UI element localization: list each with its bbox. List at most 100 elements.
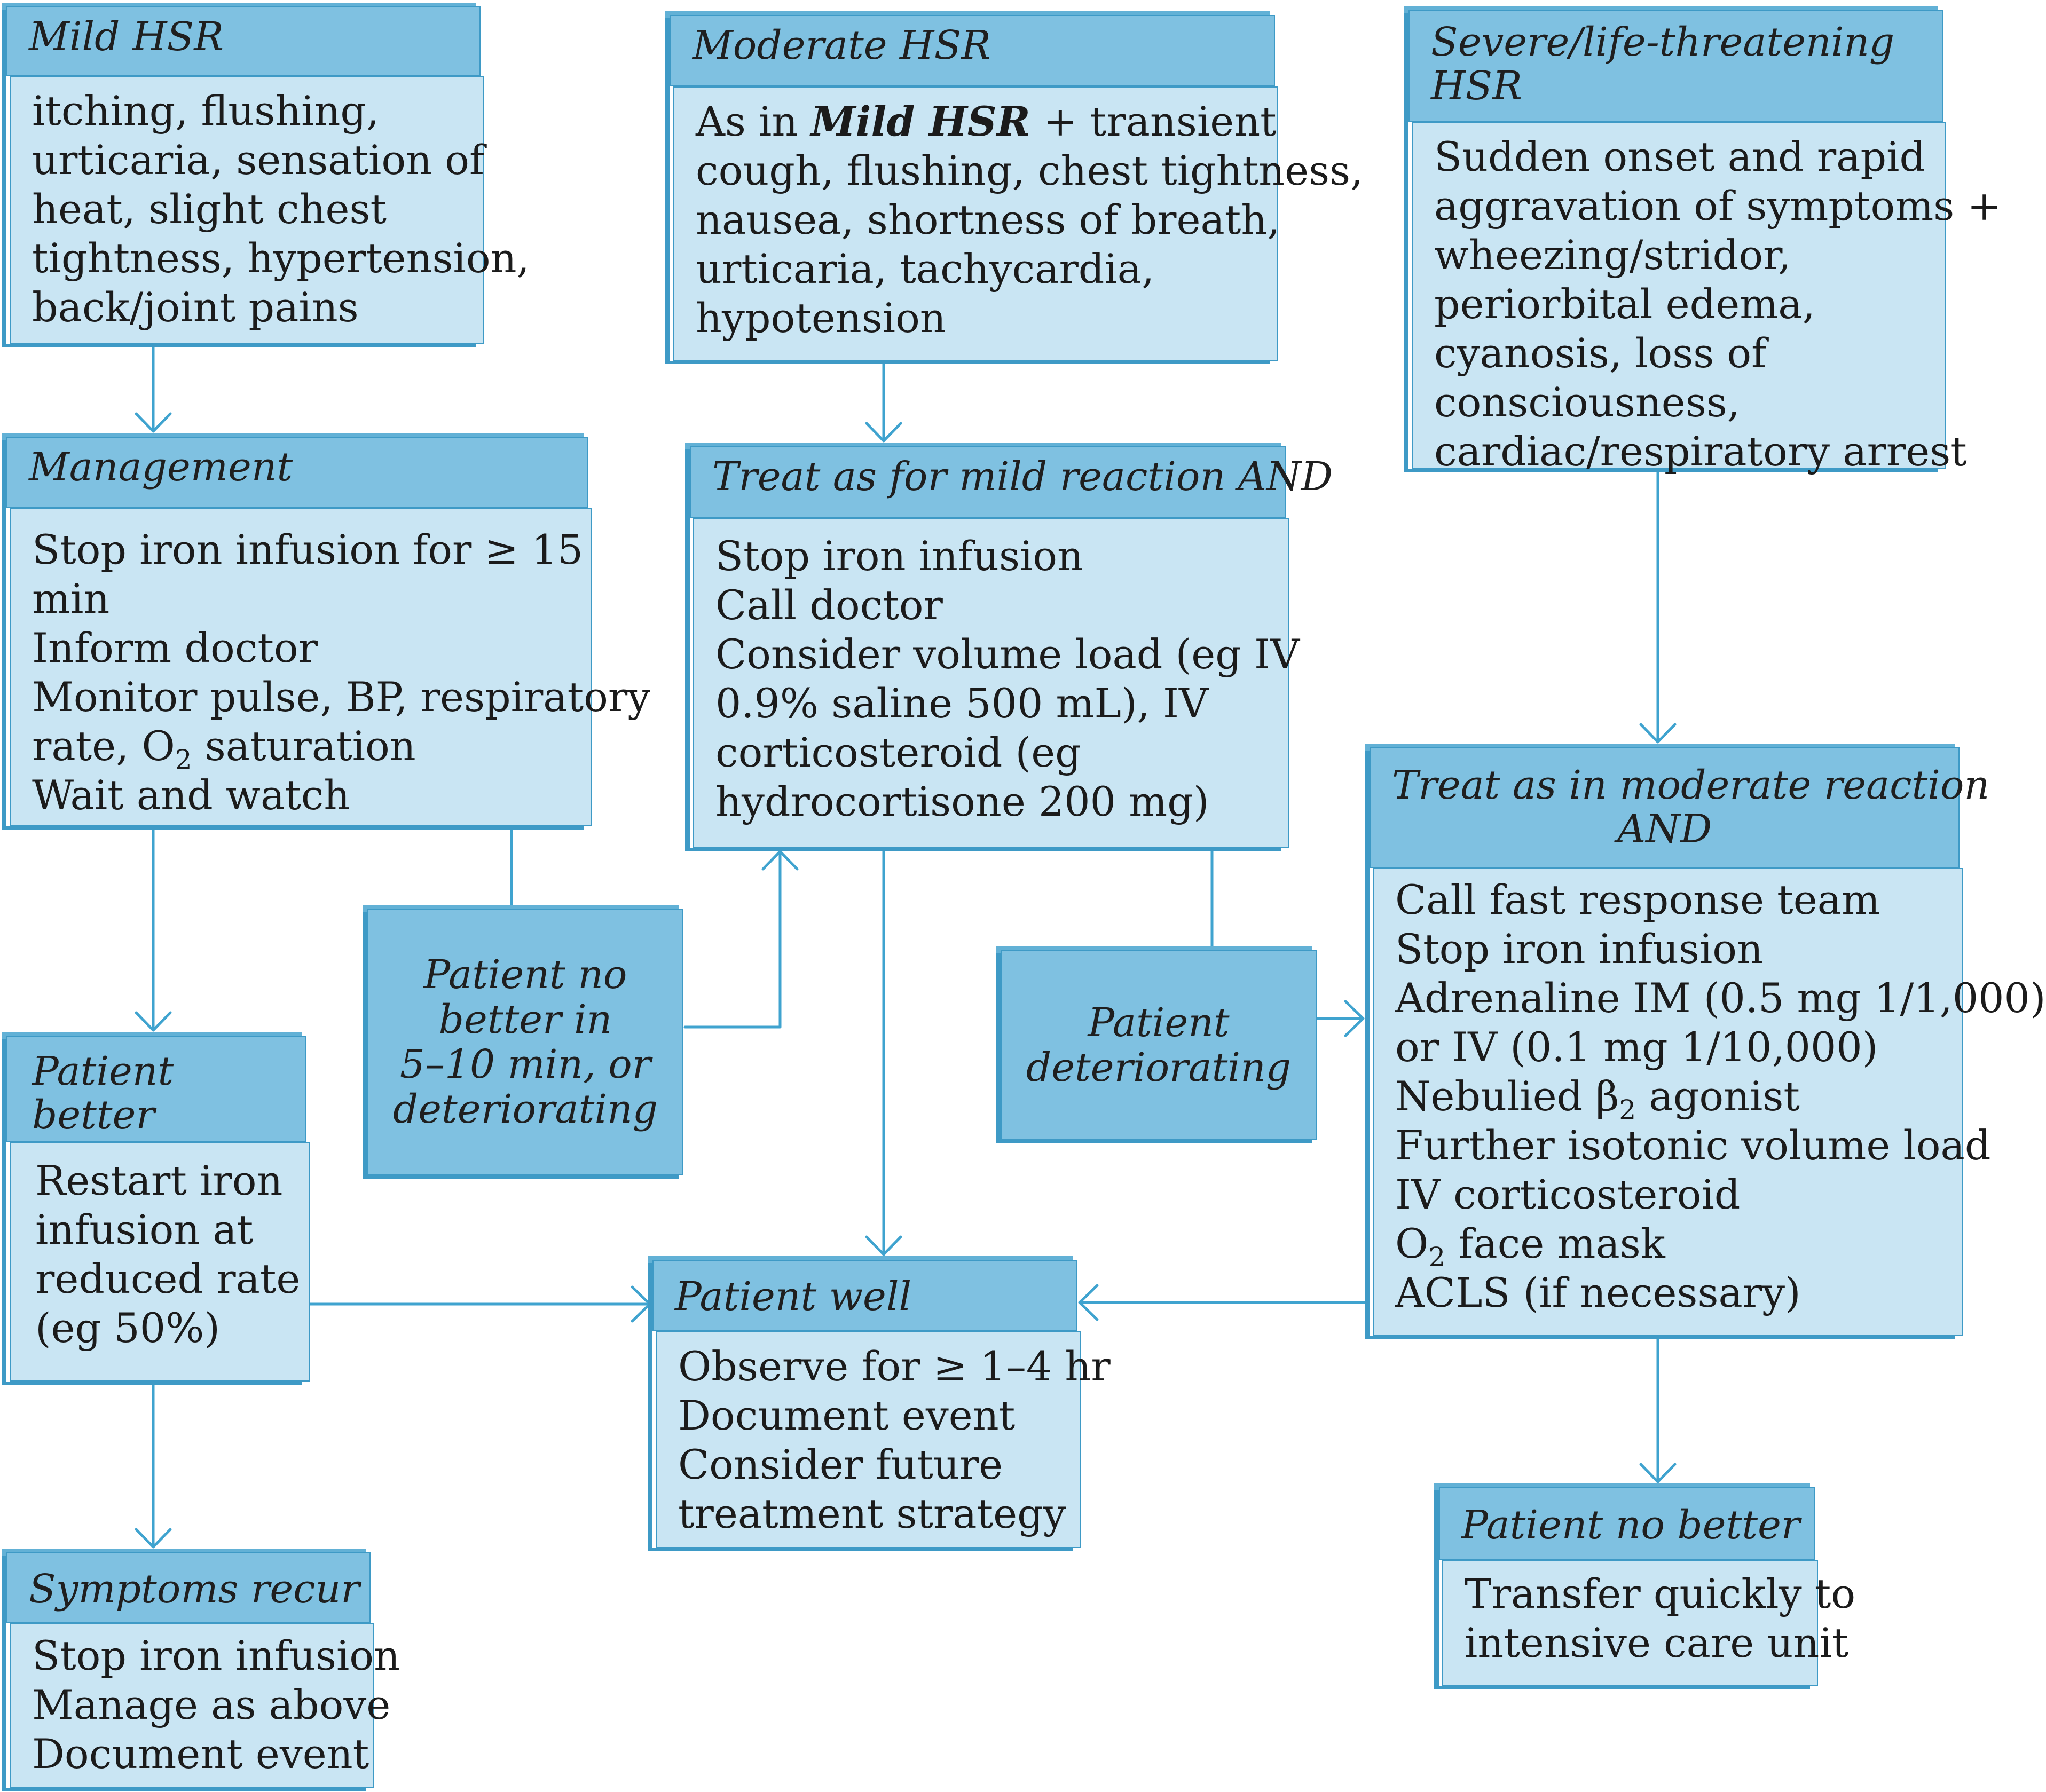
severe-title-line: HSR	[1431, 63, 1522, 109]
symptom-line: cardiac/respiratory arrest	[1434, 428, 1967, 475]
arrowhead-patient-well-left	[631, 1285, 651, 1323]
severe-title-line: Severe/life-threatening	[1431, 19, 1895, 65]
arrowhead-patient-no-better	[1639, 1463, 1677, 1483]
moderate-hsr-symptoms: As in Mild HSR + transient cough, flushi…	[673, 86, 1363, 361]
symptoms-recur-box: Symptoms recur Stop iron infusion Manage…	[6, 1552, 400, 1788]
step-line: Further isotonic volume load	[1395, 1122, 1991, 1169]
severe-hsr-box: Severe/life-threatening HSR Sudden onset…	[1408, 10, 2002, 475]
step-line: Stop iron infusion for ≥ 15	[32, 526, 584, 573]
moderate-hsr-title: Moderate HSR	[670, 15, 1275, 86]
treat-mild-title: Treat as for mild reaction AND	[690, 446, 1333, 518]
patient-better-steps: Restart iron infusion at reduced rate (e…	[10, 1142, 310, 1382]
treat-moderate-title: Treat as in moderate reaction AND	[1370, 747, 1990, 868]
o2-prefix: O	[1395, 1220, 1429, 1267]
decision-line: Patient no	[423, 952, 627, 998]
symptom-line: urticaria, tachycardia,	[696, 245, 1155, 293]
step-line: IV corticosteroid	[1395, 1171, 1741, 1218]
severe-hsr-title: Severe/life-threatening HSR	[1408, 10, 1943, 122]
step-line: Document event	[32, 1730, 369, 1778]
step-line: Monitor pulse, BP, respiratory	[32, 673, 651, 721]
step-line: Inform doctor	[32, 624, 318, 672]
decision-line: better in	[438, 997, 612, 1043]
o2-suffix: saturation	[192, 722, 416, 770]
severe-hsr-symptoms: Sudden onset and rapid aggravation of sy…	[1412, 122, 2002, 475]
arrowhead-patient-well-top	[865, 1235, 902, 1256]
mild-hsr-reference: Mild HSR	[810, 98, 1030, 145]
no-better-decision-box: Patient no better in 5–10 min, or deteri…	[367, 909, 683, 1175]
patient-no-better-steps: Transfer quickly to intensive care unit	[1442, 1560, 1856, 1686]
step-line: hydrocortisone 200 mg)	[715, 778, 1209, 825]
mild-hsr-title: Mild HSR	[6, 6, 481, 76]
step-line: Manage as above	[32, 1681, 391, 1728]
patient-no-better-title: Patient no better	[1439, 1487, 1815, 1560]
moderate-hsr-box: Moderate HSR As in Mild HSR + transient …	[670, 15, 1363, 361]
symptom-line: back/joint pains	[32, 283, 359, 331]
symptom-line: nausea, shortness of breath,	[696, 196, 1280, 243]
patient-better-title-line: better	[32, 1092, 155, 1138]
step-line: (eg 50%)	[35, 1304, 221, 1352]
management-title: Management	[6, 437, 588, 508]
symptom-line: tightness, hypertension,	[32, 234, 530, 282]
step-line: Restart iron	[35, 1157, 283, 1204]
lead-suffix: + transient	[1030, 98, 1277, 145]
patient-well-steps: Observe for ≥ 1–4 hr Document event Cons…	[656, 1331, 1111, 1548]
symptom-line: aggravation of symptoms +	[1434, 182, 2002, 230]
hsr-management-flowchart: Mild HSR itching, flushing, urticaria, s…	[6, 6, 2046, 1788]
symptom-line: consciousness,	[1434, 378, 1740, 426]
step-line: Call fast response team	[1395, 876, 1880, 923]
patient-better-title-line: Patient	[32, 1048, 174, 1094]
step-line: Consider volume load (eg IV	[715, 630, 1300, 678]
step-line: min	[32, 575, 110, 622]
connector-no-better-to-treat-mild	[683, 850, 782, 1029]
step-line: Stop iron infusion	[715, 532, 1084, 580]
step-line-nebulizer: Nebulied β2 agonist	[1395, 1072, 1942, 1123]
patient-well-title: Patient well	[652, 1260, 1077, 1331]
step-line: Transfer quickly to	[1465, 1570, 1856, 1617]
treat-moderate-title-line: Treat as in moderate reaction	[1392, 762, 1990, 808]
deteriorating-decision-box: Patient deteriorating	[1001, 950, 1317, 1140]
arrowhead-treat-moderate-left	[1344, 1000, 1365, 1037]
arrowhead-treat-moderate	[1639, 723, 1677, 744]
symptom-line-lead: As in Mild HSR + transient	[696, 97, 1277, 146]
symptoms-recur-title: Symptoms recur	[6, 1552, 371, 1623]
treat-mild-box: Treat as for mild reaction AND Stop iron…	[690, 446, 1333, 848]
symptom-line: urticaria, sensation of	[32, 136, 485, 184]
arrowhead-treat-mild	[865, 422, 902, 443]
neb-suffix: agonist	[1636, 1072, 1800, 1120]
step-line: ACLS (if necessary)	[1395, 1269, 1801, 1316]
lead-prefix: As in	[696, 98, 811, 145]
connector-layer	[135, 344, 1677, 1549]
step-line: Consider future	[678, 1441, 1003, 1488]
treat-moderate-title-line: AND	[1617, 806, 1712, 852]
arrowhead-treat-mild-up	[761, 850, 799, 871]
step-line: intensive care unit	[1465, 1619, 1849, 1667]
arrowhead-patient-well-right	[1078, 1284, 1099, 1321]
step-line: treatment strategy	[678, 1490, 1066, 1537]
step-line: infusion at	[35, 1206, 254, 1253]
arrowhead-symptoms-recur	[135, 1528, 172, 1549]
decision-line: 5–10 min, or	[399, 1041, 651, 1087]
neb-subscript: 2	[1619, 1094, 1636, 1125]
step-line: Wait and watch	[32, 771, 350, 819]
step-line: Stop iron infusion	[32, 1632, 400, 1679]
mild-hsr-symptoms: itching, flushing, urticaria, sensation …	[10, 76, 530, 344]
symptom-line: periorbital edema,	[1434, 280, 1815, 328]
step-line: reduced rate	[35, 1255, 301, 1302]
step-line: 0.9% saline 500 mL), IV	[715, 680, 1208, 727]
step-line: corticosteroid (eg	[715, 729, 1081, 776]
treat-mild-steps: Stop iron infusion Call doctor Consider …	[693, 518, 1300, 848]
patient-better-title: Patient better	[6, 1036, 306, 1142]
symptom-line: hypotension	[696, 294, 946, 342]
arrowhead-patient-better	[135, 1011, 172, 1032]
step-line: or IV (0.1 mg 1/10,000)	[1395, 1023, 1878, 1071]
step-line: Observe for ≥ 1–4 hr	[678, 1343, 1111, 1390]
patient-no-better-box: Patient no better Transfer quickly to in…	[1439, 1487, 1856, 1686]
symptom-line: cyanosis, loss of	[1434, 329, 1767, 377]
symptom-line: wheezing/stridor,	[1434, 231, 1791, 279]
symptom-line: Sudden onset and rapid	[1434, 133, 1926, 180]
decision-line: deteriorating	[1026, 1045, 1292, 1091]
step-line: Stop iron infusion	[1395, 925, 1764, 973]
arrowhead-management	[135, 412, 172, 433]
o2-subscript: 2	[1428, 1242, 1446, 1273]
o2-prefix: rate, O	[32, 722, 175, 770]
